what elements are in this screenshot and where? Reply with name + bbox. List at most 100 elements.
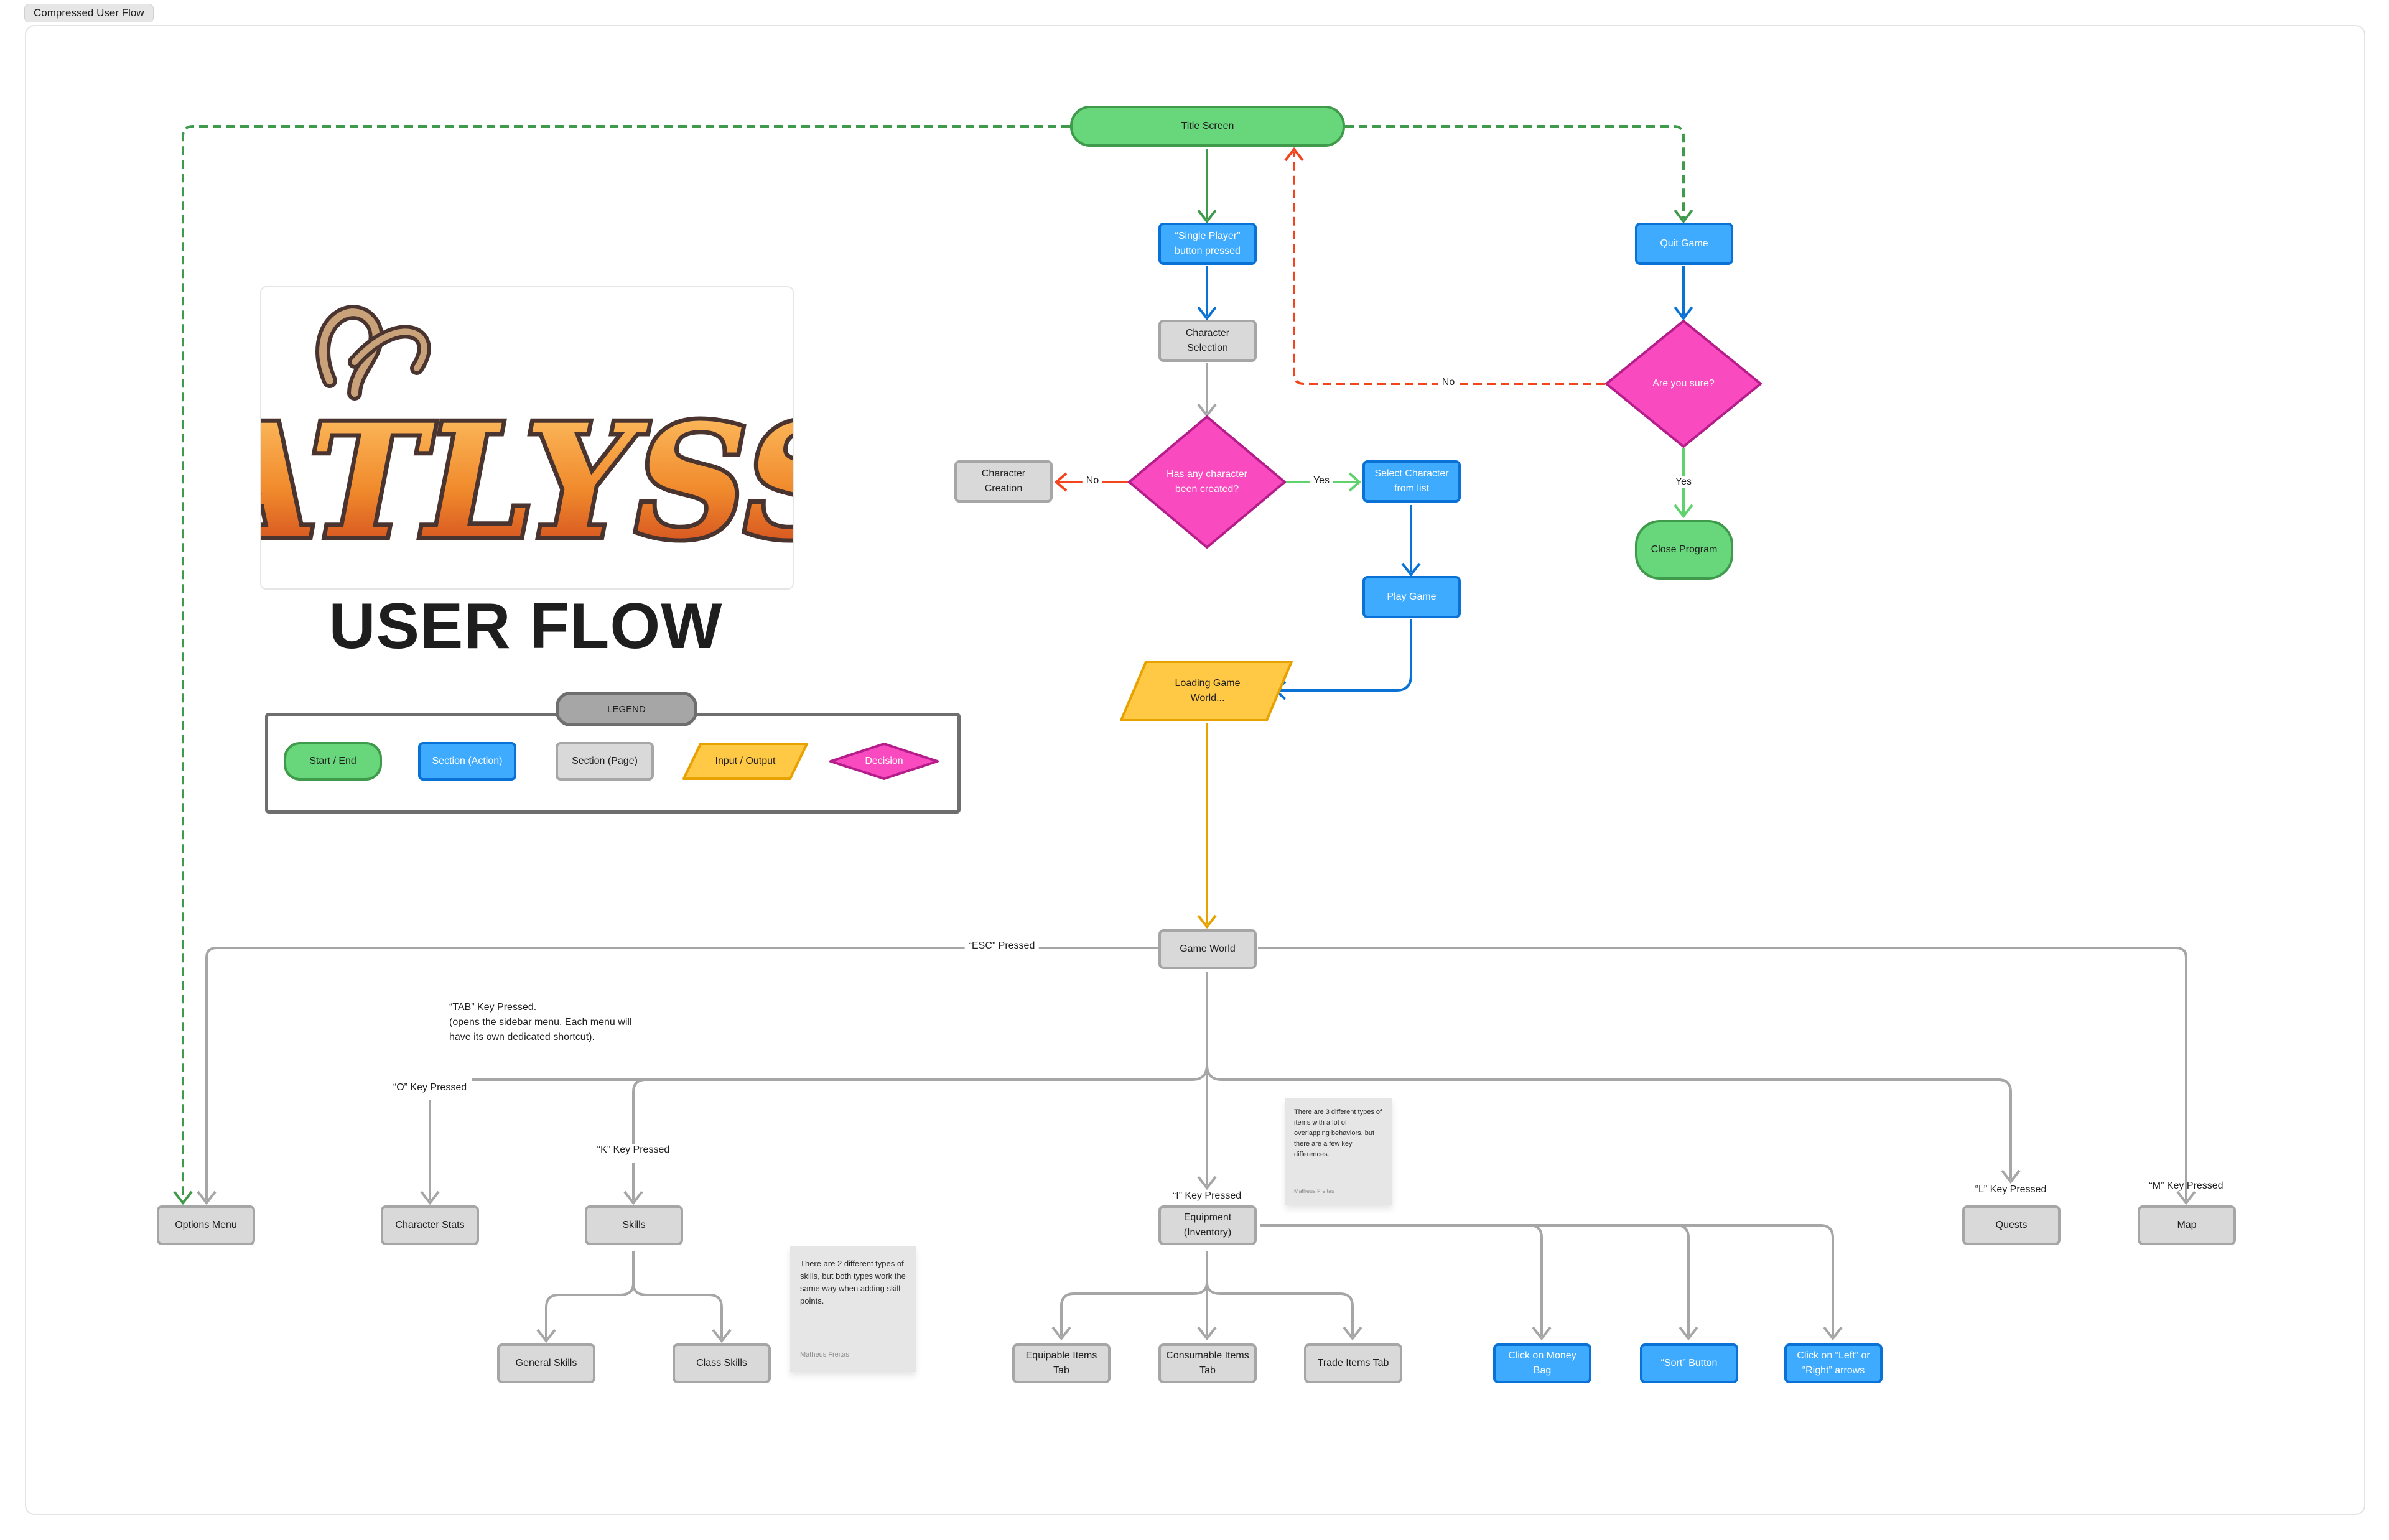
node-skills[interactable]: Skills [585,1205,683,1245]
tab-note-line-2: (opens the sidebar menu. Each menu will [449,1017,632,1027]
arrowhead-icon [623,1190,643,1205]
node-close-program[interactable]: Close Program [1635,520,1733,580]
arrowhead-icon [1284,147,1304,162]
arrowhead-icon [197,1190,217,1205]
arrowhead-icon [1197,1326,1217,1341]
legend-input-output: Input / Output [682,742,809,781]
arrowhead-icon [536,1329,556,1343]
node-class-skills[interactable]: Class Skills [673,1343,771,1383]
arrowhead-icon [1197,1176,1217,1190]
logo-artwork: ATLYSS [261,305,793,577]
edge-label-yes: Yes [1309,475,1334,486]
legend-decision: Decision [829,742,939,781]
sticky-note-text: There are 3 different types of items wit… [1294,1108,1382,1158]
edge-equipment-to-sort [1675,1224,1690,1336]
decision-has-character-shape [1128,415,1286,549]
edge-tab-to-quests [1206,1064,2012,1179]
node-quit-game[interactable]: Quit Game [1635,223,1733,265]
legend-input-output-label: Input / Output [715,756,776,766]
edge-equipment-to-arrows [1260,1224,1834,1336]
node-sort-button[interactable]: “Sort” Button [1640,1343,1738,1383]
node-character-selection[interactable]: Character Selection [1158,320,1257,362]
edge-skills-to-general [545,1251,635,1338]
atlyss-logo-image: ATLYSS [260,286,794,590]
edge-confirm-no [1293,152,1605,385]
node-has-character-label[interactable]: Has any character been created? [1167,469,1247,494]
edge-equipment-to-moneybag [1529,1224,1543,1336]
node-map[interactable]: Map [2138,1205,2236,1245]
node-title-screen[interactable]: Title Screen [1070,106,1345,147]
edge-title-to-options [182,125,1070,1200]
parallelogram-shape [682,743,808,780]
logo-wordmark: ATLYSS [261,390,793,573]
arrowhead-icon [1343,1326,1362,1341]
edge-tab-to-skills [632,1064,1208,1153]
node-equipment[interactable]: Equipment (Inventory) [1158,1205,1257,1245]
edge-label-m-key: “M” Key Pressed [2149,1181,2224,1191]
node-money-bag[interactable]: Click on Money Bag [1493,1343,1591,1383]
node-left-right-arrows[interactable]: Click on “Left” or “Right” arrows [1784,1343,1883,1383]
arrowhead-icon [2176,1190,2196,1205]
node-select-character[interactable]: Select Character from list [1362,460,1461,503]
edge-skills-to-class [632,1283,723,1338]
frame-title-tab[interactable]: Compressed User Flow [24,4,154,22]
edge-label-no: No [1082,475,1103,486]
node-quests[interactable]: Quests [1962,1205,2061,1245]
node-trade-tab[interactable]: Trade Items Tab [1304,1343,1402,1383]
arrowhead-icon [1197,209,1217,224]
edge-label-yes-quit: Yes [1671,476,1696,488]
edge-label-k-key: “K” Key Pressed [593,1144,674,1156]
arrowhead-icon [1674,504,1693,519]
logo-swirl-2-inner [352,328,427,371]
arrowhead-icon [1674,209,1693,224]
tab-note-line-3: have its own dedicated shortcut). [449,1032,595,1042]
arrowhead-icon [1348,472,1362,492]
node-general-skills[interactable]: General Skills [497,1343,595,1383]
edge-equipment-to-trade [1206,1282,1354,1336]
node-game-world[interactable]: Game World [1158,929,1257,969]
sticky-note-text: There are 2 different types of skills, b… [800,1259,906,1306]
sticky-note-items[interactable]: There are 3 different types of items wit… [1285,1098,1392,1205]
node-single-player[interactable]: “Single Player” button pressed [1158,223,1257,265]
node-play-game[interactable]: Play Game [1362,576,1461,618]
arrowhead-icon [173,1190,193,1205]
arrowhead-icon [420,1190,440,1205]
arrowhead-icon [1197,306,1217,321]
node-are-you-sure-label[interactable]: Are you sure? [1652,378,1715,389]
sticky-note-author: Matheus Freitas [1294,1188,1334,1194]
node-character-creation[interactable]: Character Creation [954,460,1053,503]
arrowhead-icon [2001,1169,2021,1184]
arrowhead-icon [712,1329,732,1343]
edge-label-i-key: “I” Key Pressed [1168,1190,1246,1202]
legend-section-action: Section (Action) [418,742,516,781]
page-title: USER FLOW [328,590,723,662]
edge-esc-to-options [205,947,1158,1200]
arrowhead-icon [1823,1326,1843,1341]
node-character-stats[interactable]: Character Stats [381,1205,479,1245]
edge-label-esc: “ESC” Pressed [964,940,1039,952]
edge-label-l-key: “L” Key Pressed [1971,1184,2051,1195]
legend-section-page: Section (Page) [556,742,654,781]
edge-gameworld-to-map [1258,947,2187,1200]
node-loading-world[interactable]: Loading Game World... [1175,678,1241,703]
node-equipable-tab[interactable]: Equipable Items Tab [1012,1343,1111,1383]
legend-title: LEGEND [556,692,697,726]
arrowhead-icon [1051,1326,1071,1341]
loading-world-shape [1120,661,1293,721]
edge-label-o-key: “O” Key Pressed [389,1082,471,1093]
arrowhead-icon [1197,914,1217,929]
edge-play-to-loading [1277,619,1412,692]
logo-swirl-inner [319,308,380,397]
arrowhead-icon [1054,472,1068,492]
edge-label-no-quit: No [1438,377,1459,388]
legend-decision-label: Decision [865,756,903,766]
arrowhead-icon [1401,562,1421,577]
arrowhead-icon [1674,306,1693,321]
sticky-note-skills[interactable]: There are 2 different types of skills, b… [790,1246,916,1372]
node-options-menu[interactable]: Options Menu [157,1205,255,1245]
node-consumable-tab[interactable]: Consumable Items Tab [1158,1343,1257,1383]
arrowhead-icon [1679,1326,1698,1341]
arrowhead-icon [1532,1326,1552,1341]
decision-are-you-sure-shape [1605,320,1762,448]
